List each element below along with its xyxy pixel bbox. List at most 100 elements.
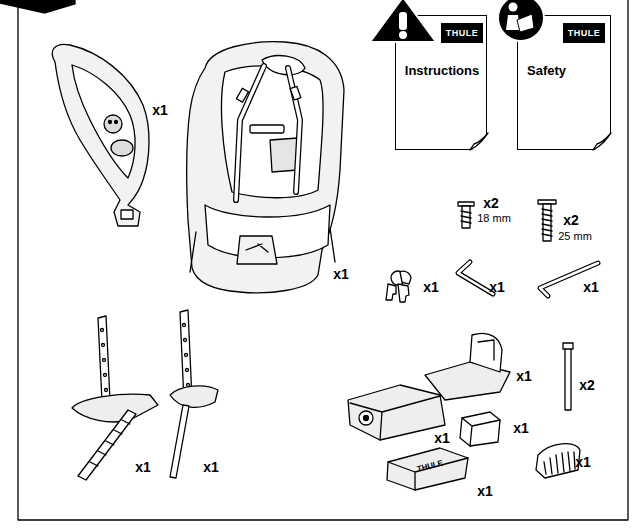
child-seat-part <box>237 236 277 264</box>
footrest-part <box>183 324 186 327</box>
bracket-part <box>563 343 573 349</box>
footrest-part <box>105 389 108 392</box>
footrest-part <box>102 344 105 347</box>
sheet-frame <box>0 0 75 13</box>
bracket-part <box>462 418 500 446</box>
headrest-part <box>104 115 122 133</box>
warning-symbol <box>370 0 436 42</box>
bracket-part <box>460 412 500 446</box>
hex-key-part <box>458 262 598 296</box>
brand-mark: THULE <box>563 23 605 43</box>
footrest-part <box>78 410 136 480</box>
bracket-part <box>544 452 575 474</box>
key-part <box>386 271 411 302</box>
headrest-part <box>52 44 149 226</box>
booklet-title: Instructions <box>396 63 488 78</box>
footrest-part <box>90 420 130 466</box>
footrest-part <box>170 405 189 478</box>
brand-mark: THULE <box>441 23 483 43</box>
sheet-frame <box>0 0 628 520</box>
headrest-part <box>121 210 133 219</box>
child-seat-part <box>290 86 301 100</box>
headrest-part <box>52 44 149 226</box>
screw-part <box>458 200 556 241</box>
bracket-part <box>350 396 440 440</box>
footrest-part <box>184 339 187 342</box>
footrest-part <box>101 329 104 332</box>
quantity-label: x1 <box>575 454 591 470</box>
footrest-part <box>104 374 107 377</box>
instructions-booklet: Instructions THULE <box>395 15 487 150</box>
hex-key-part <box>540 263 598 296</box>
child-seat-part <box>270 138 298 172</box>
page-curl <box>593 133 611 150</box>
page-curl <box>470 132 489 152</box>
child-seat-part <box>288 68 300 192</box>
child-seat-part <box>187 42 344 293</box>
key-part <box>386 284 396 300</box>
headrest-part <box>109 121 112 124</box>
bracket-part <box>387 448 468 490</box>
bracket-part <box>359 411 373 425</box>
booklet-title: Safety <box>527 63 607 78</box>
hex-key-part <box>458 262 493 294</box>
read-manual-symbol <box>509 3 518 12</box>
screw-part <box>542 209 552 236</box>
headrest-part <box>111 140 133 156</box>
read-manual-symbol <box>498 0 544 41</box>
footrest-part <box>103 359 106 362</box>
page-curl <box>470 132 612 152</box>
brand-logo: THULE <box>563 23 605 43</box>
page-curl <box>470 133 488 150</box>
child-seat-part <box>250 125 284 133</box>
child-seat-part <box>236 88 248 102</box>
bracket-part <box>536 444 580 478</box>
child-seat-part <box>187 42 344 293</box>
screw-part <box>543 204 551 241</box>
warning-symbol <box>370 0 436 42</box>
footrest-part <box>186 369 189 372</box>
footrest-part <box>72 394 158 422</box>
key-part <box>400 271 411 284</box>
read-manual-symbol <box>498 0 544 41</box>
bracket-part <box>470 333 502 372</box>
quantity-label: x1 <box>152 102 168 118</box>
bracket-part <box>364 416 369 421</box>
bracket-part <box>565 348 571 410</box>
child-seat-part <box>246 244 268 252</box>
bracket-part <box>348 385 445 440</box>
quantity-label: x1 <box>434 430 450 446</box>
read-manual-symbol <box>506 15 520 30</box>
footrest-part <box>185 354 188 357</box>
bracket-part <box>348 333 580 490</box>
quantity-label: x1 <box>489 279 505 295</box>
quantity-label: x1 <box>423 279 439 295</box>
headrest-part <box>72 65 135 178</box>
quantity-label: x1 <box>583 279 599 295</box>
headrest-part <box>115 121 118 124</box>
page-curl <box>593 132 612 152</box>
quantity-label: x2 <box>563 212 579 228</box>
sheet-frame <box>18 0 628 520</box>
hex-key-part <box>540 263 598 296</box>
warning-symbol <box>399 12 407 30</box>
quantity-label: x1 <box>477 483 493 499</box>
quantity-label: x2 <box>579 377 595 393</box>
key-part <box>398 284 409 302</box>
footrest-part <box>98 316 110 402</box>
quantity-label: x1 <box>203 459 219 475</box>
child-seat-part <box>262 56 305 75</box>
screw-part <box>462 206 470 228</box>
dimension-label: 18 mm <box>477 212 511 224</box>
bracket-part <box>478 340 494 360</box>
child-seat-part <box>288 68 300 192</box>
hex-key-part <box>458 262 493 294</box>
warning-symbol <box>399 31 407 39</box>
quantity-label: x1 <box>513 420 529 436</box>
read-manual-symbol <box>517 14 534 32</box>
quantity-label: x1 <box>516 368 532 384</box>
quantity-label: x2 <box>483 195 499 211</box>
child-seat-part <box>190 228 335 272</box>
